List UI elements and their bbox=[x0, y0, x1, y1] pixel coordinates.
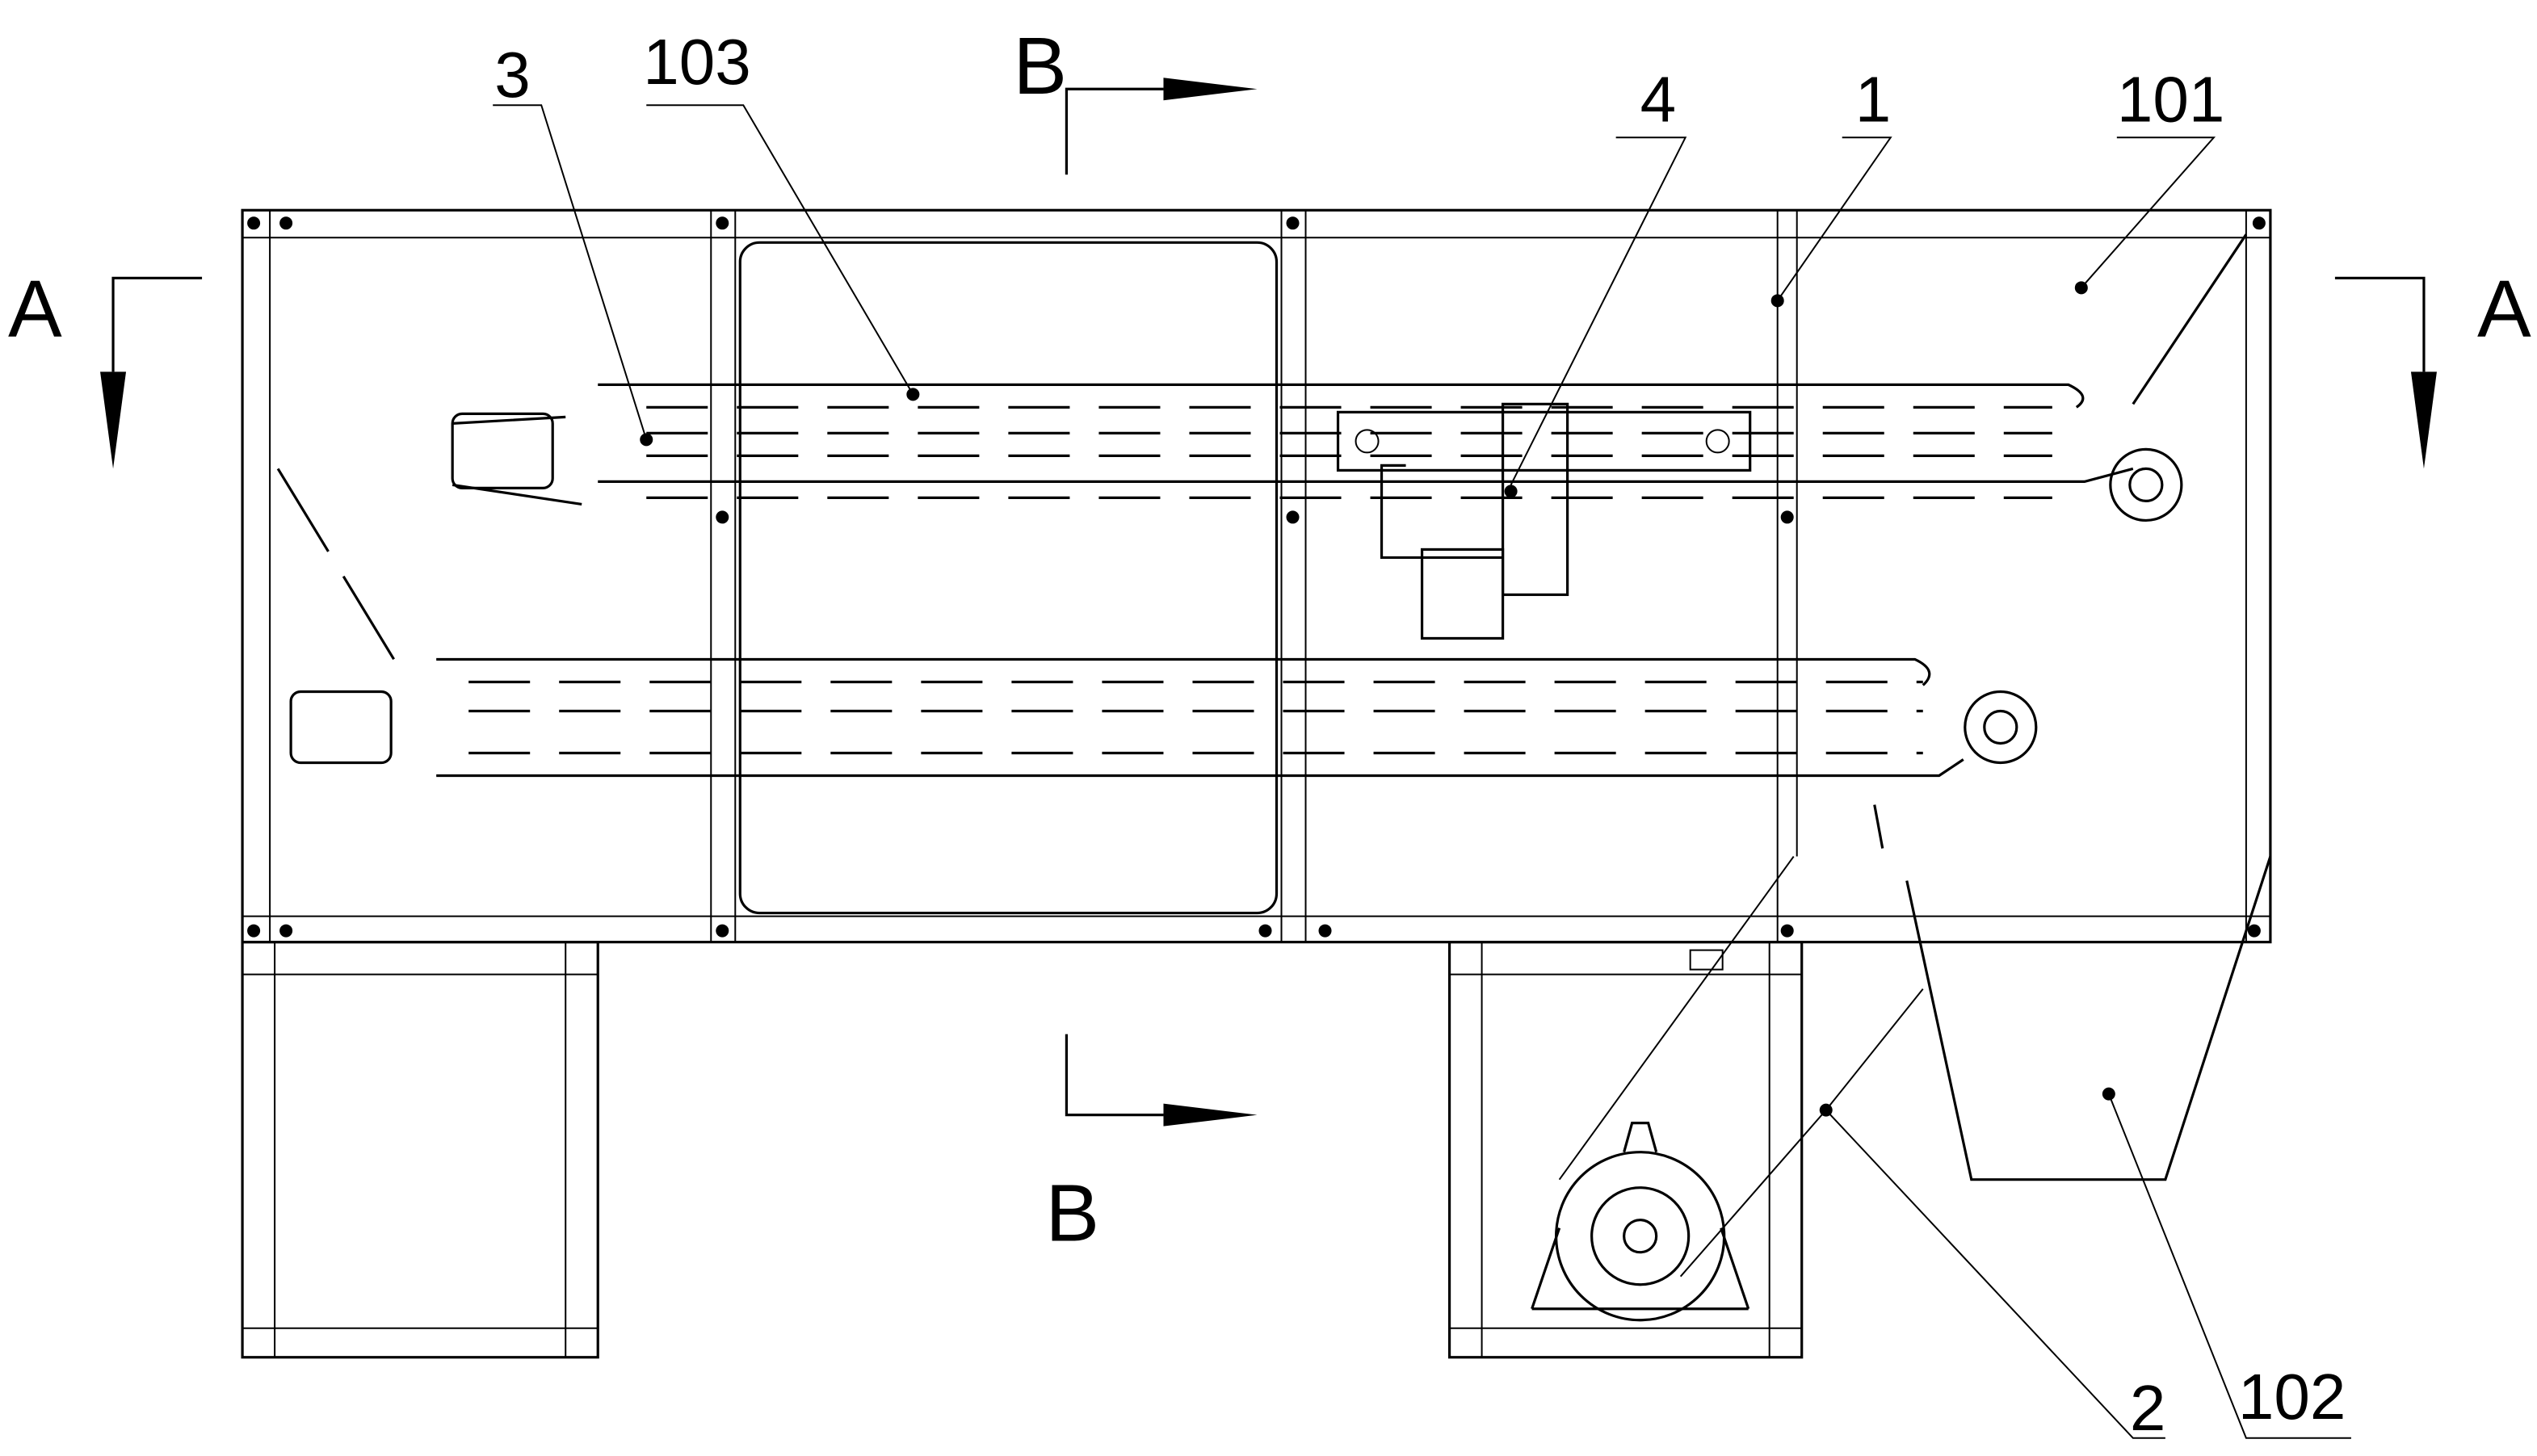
label-101: 101 bbox=[2117, 63, 2225, 135]
main-frame bbox=[241, 208, 2272, 944]
upper-conveyor bbox=[451, 383, 2183, 640]
label-1: 1 bbox=[1855, 63, 1892, 135]
discharge-hopper bbox=[1873, 804, 2272, 1181]
section-markers bbox=[100, 78, 2437, 1127]
label-4: 4 bbox=[1640, 63, 1677, 135]
section-a-right: A bbox=[2477, 263, 2531, 354]
section-b-bottom: B bbox=[1045, 1169, 1099, 1259]
motor bbox=[1531, 1122, 1750, 1322]
leader-lines bbox=[493, 104, 2351, 1439]
right-leg-frame bbox=[1447, 940, 1804, 1359]
label-3: 3 bbox=[494, 39, 531, 111]
section-a-left: A bbox=[8, 263, 62, 354]
label-102: 102 bbox=[2238, 1361, 2346, 1433]
left-leg-frame bbox=[241, 940, 599, 1359]
label-2: 2 bbox=[2130, 1372, 2166, 1444]
inspection-window bbox=[738, 241, 1279, 915]
label-103: 103 bbox=[643, 26, 751, 98]
section-b-top: B bbox=[1013, 21, 1067, 111]
lower-conveyor bbox=[276, 233, 2248, 778]
